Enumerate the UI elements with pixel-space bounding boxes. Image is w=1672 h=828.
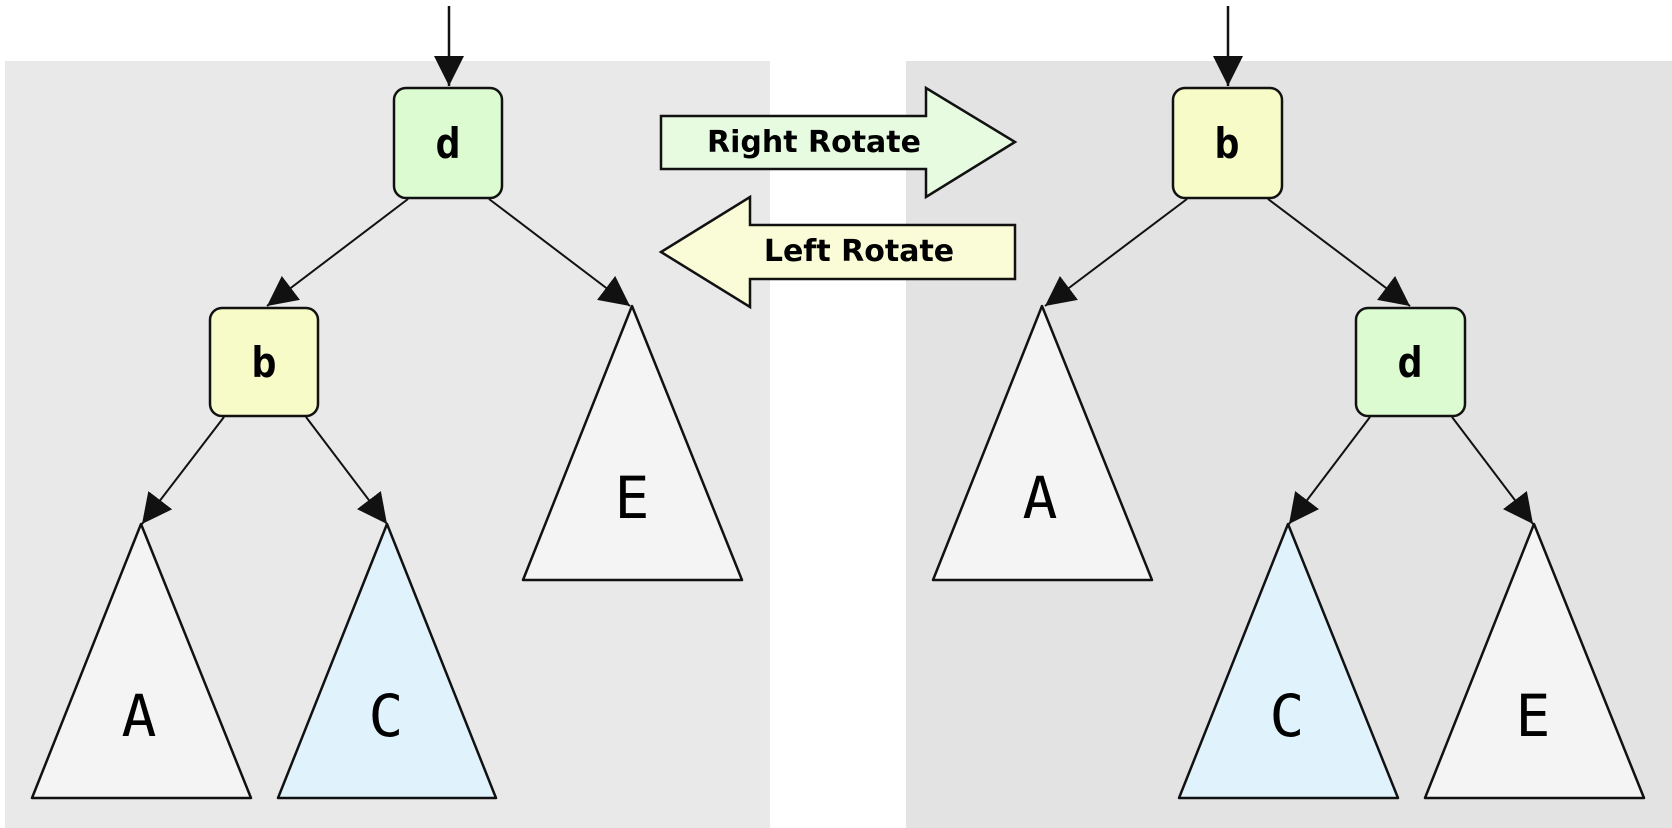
right-rotate-label: Right Rotate (707, 125, 921, 160)
right-subtree-e (1423, 522, 1646, 800)
left-subtree-c-label: C (369, 682, 404, 750)
edge-b-a-right (1044, 198, 1188, 307)
edge-b-d-right (1267, 198, 1411, 307)
left-node-b-label: b (251, 338, 276, 387)
right-subtree-e-label: E (1516, 682, 1551, 750)
edge-b-c (305, 416, 388, 525)
right-node-d-label: d (1397, 338, 1422, 387)
left-rotate-arrow-shape (658, 194, 1017, 310)
right-tree: A C E b d (931, 6, 1646, 800)
left-rotate-arrow: Left Rotate (658, 194, 1017, 310)
left-subtree-e-label: E (615, 464, 650, 532)
left-subtree-e (521, 304, 744, 582)
left-subtree-a (30, 522, 253, 800)
left-node-b (208, 306, 320, 418)
left-rotate-label: Left Rotate (764, 234, 954, 269)
right-subtree-a (931, 304, 1154, 582)
right-rotate-arrow: Right Rotate (659, 85, 1018, 200)
right-node-b (1171, 86, 1284, 200)
left-node-d (392, 86, 504, 200)
right-rotate-arrow-shape (659, 85, 1018, 200)
left-subtree-a-label: A (122, 682, 157, 750)
right-subtree-a-label: A (1023, 464, 1058, 532)
left-node-d-label: d (435, 119, 460, 168)
edge-d-e-right (1451, 416, 1534, 525)
edge-d-e (488, 198, 631, 307)
right-subtree-c (1177, 522, 1400, 800)
right-node-d (1354, 306, 1467, 418)
left-tree: E A C d b (30, 6, 744, 800)
left-subtree-c (276, 522, 498, 800)
right-node-b-label: b (1214, 119, 1239, 168)
edge-d-c-right (1288, 416, 1371, 525)
edge-d-b (266, 198, 409, 307)
edge-b-a (141, 416, 225, 525)
right-subtree-c-label: C (1270, 682, 1305, 750)
